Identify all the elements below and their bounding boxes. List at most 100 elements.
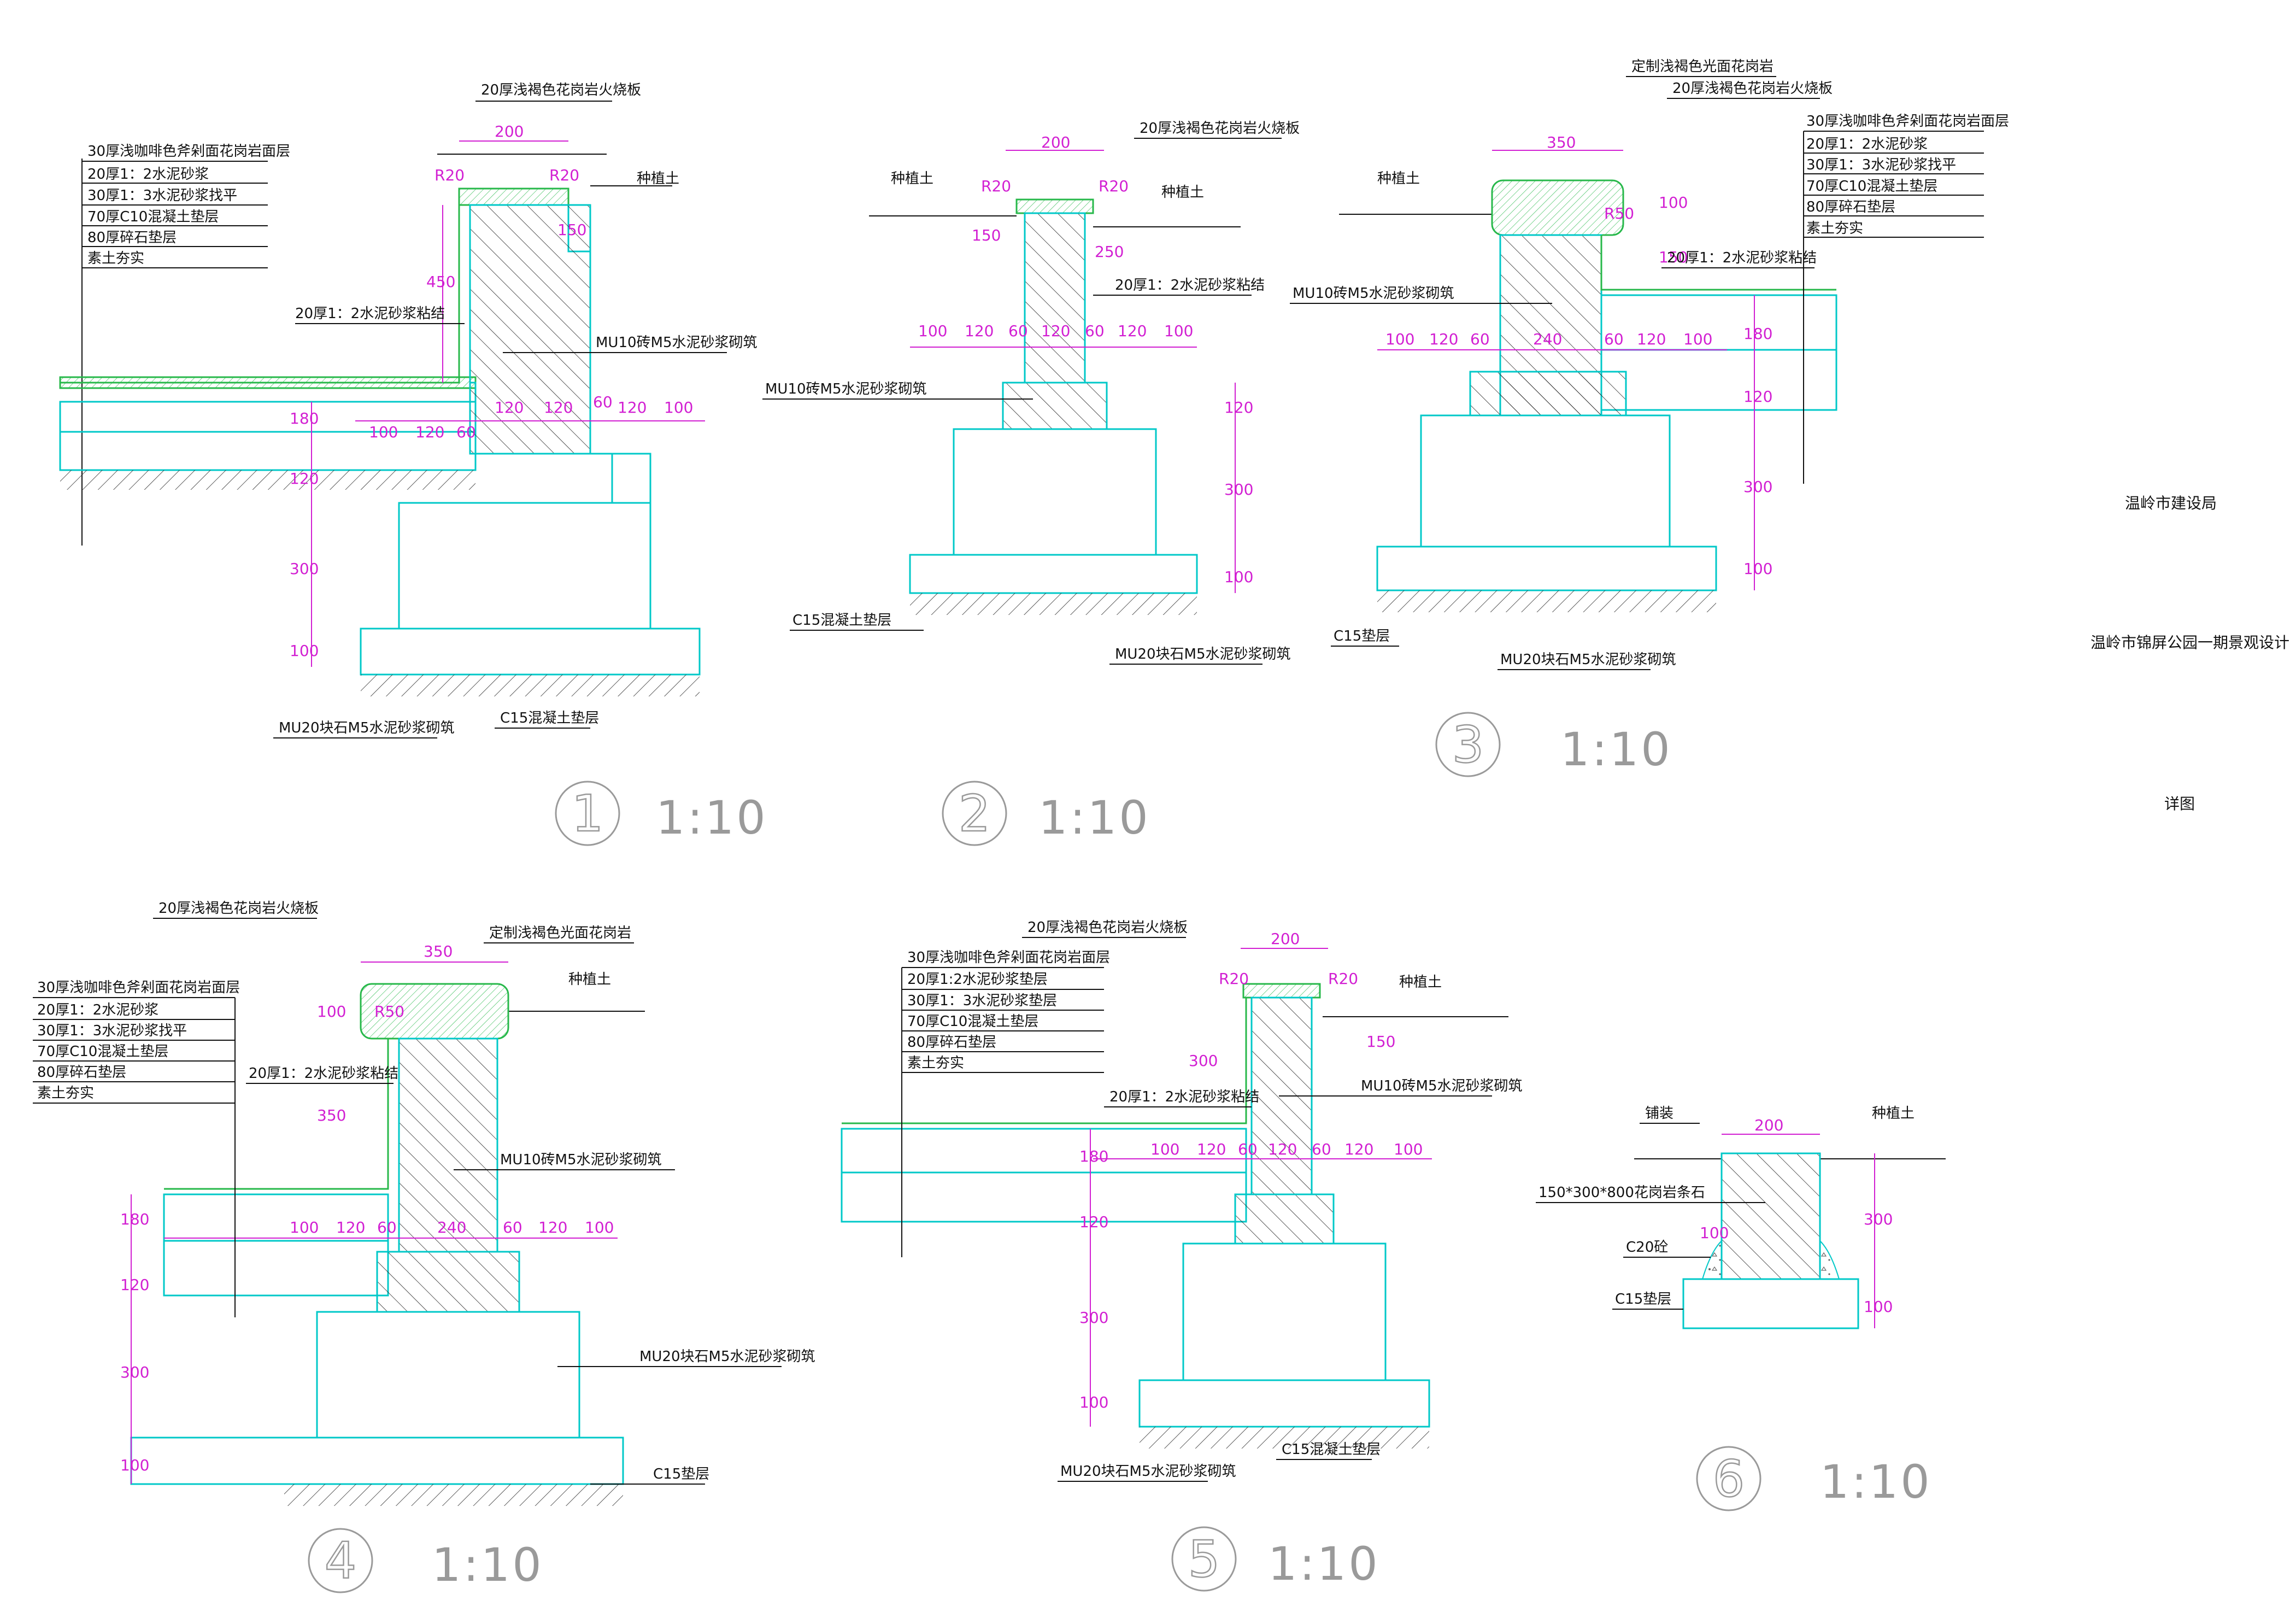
layer-label: 70厚C10混凝土垫层: [907, 1013, 1038, 1030]
coping-stone: [1015, 198, 1094, 214]
label-c15-base: C15垫层: [1334, 628, 1390, 644]
layer-label: 80厚碎石垫层: [37, 1064, 126, 1081]
dim-text: 250: [1095, 243, 1124, 261]
granite-curb-stone: [1720, 1152, 1821, 1280]
dim-text: 120: [618, 398, 647, 417]
coping-stone: [1242, 983, 1321, 999]
foundation-soil: [1377, 590, 1716, 612]
detail-scale: 1:10: [1268, 1537, 1380, 1591]
label-fired-granite: 20厚浅褐色花岗岩火烧板: [1672, 80, 1833, 97]
detail-6: 200 300 100 100 铺装 种植土 150*300*800花岗岩条石 …: [1536, 1105, 1946, 1511]
dim-text: 150: [557, 221, 586, 239]
c15-concrete-base: [909, 554, 1198, 594]
coping-stone: [458, 187, 569, 206]
dim-text: R50: [1604, 204, 1634, 222]
dim-text: 200: [1041, 133, 1070, 151]
dim-text: 100: [1659, 194, 1688, 212]
layer-label: 70厚C10混凝土垫层: [1806, 178, 1937, 195]
label-fired-granite: 20厚浅褐色花岗岩火烧板: [1027, 919, 1188, 936]
rubble-stone-base: [1420, 414, 1671, 548]
title-block: 温岭市建设局 温岭市锦屏公园一期景观设计 详图: [2091, 494, 2289, 813]
layer-label: 30厚浅咖啡色斧剁面花岗岩面层: [87, 143, 290, 160]
detail-scale: 1:10: [1038, 791, 1150, 845]
dim-text: 150: [1659, 248, 1688, 266]
c15-base: [1682, 1278, 1859, 1329]
dim-text: 120: [1079, 1213, 1108, 1231]
dim-text: 120: [544, 398, 573, 417]
dim-text: 350: [317, 1106, 346, 1124]
c15-concrete-base: [1138, 1379, 1430, 1428]
client-name: 温岭市建设局: [2125, 494, 2217, 512]
detail-4: 350 R50 100 350 180 120 300 100 100 120 …: [33, 900, 815, 1593]
brick-wall-body: [398, 1037, 498, 1253]
dim-text: 120: [1041, 322, 1070, 340]
label-mortar-bond: 20厚1：2水泥砂浆粘结: [1667, 250, 1817, 266]
c15-concrete-base: [130, 1437, 624, 1485]
finish-line: [1600, 235, 1836, 291]
dim-text: R20: [549, 166, 579, 184]
dim-text: 120: [290, 470, 319, 488]
dim-text: 150: [1366, 1033, 1395, 1051]
dim-text: 450: [426, 273, 455, 291]
dim-text: 100: [1150, 1140, 1179, 1158]
custom-granite-coping: [1491, 179, 1624, 236]
label-granite-curb: 150*300*800花岗岩条石: [1539, 1185, 1705, 1201]
dim-text: 60: [1238, 1140, 1258, 1158]
label-c15-base: C15垫层: [1615, 1291, 1671, 1308]
label-mortar-bond: 20厚1：2水泥砂浆粘结: [295, 306, 445, 322]
label-rubble-masonry: MU20块石M5水泥砂浆砌筑: [1115, 646, 1291, 663]
label-rubble-masonry: MU20块石M5水泥砂浆砌筑: [279, 720, 455, 736]
dim-text: R50: [374, 1002, 404, 1021]
dim-text: 240: [1533, 330, 1562, 348]
layer-label: 素土夯实: [37, 1085, 94, 1101]
dim-text: 100: [120, 1456, 149, 1474]
dim-text: 120: [336, 1218, 365, 1236]
label-c15-base: C15混凝土垫层: [1282, 1441, 1381, 1458]
label-mortar-bond: 20厚1：2水泥砂浆粘结: [249, 1065, 398, 1082]
dim-text: 100: [918, 322, 947, 340]
detail-number-circle: [942, 781, 1007, 846]
detail-number-circle: [1696, 1446, 1761, 1511]
label-paving: 铺装: [1645, 1105, 1673, 1122]
detail-3: 350 R50 100 150 100 120 60 240 60 120 10…: [1290, 58, 2009, 777]
gravel-layer: [163, 1240, 389, 1297]
label-fired-granite: 20厚浅褐色花岗岩火烧板: [1140, 120, 1300, 137]
dim-text: 60: [377, 1218, 397, 1236]
dim-text: 100: [1385, 330, 1414, 348]
label-planting-soil: 种植土: [1399, 974, 1442, 990]
dim-text: 120: [1224, 398, 1253, 417]
brick-wall-body: [469, 204, 591, 455]
dim-text: 100: [1164, 322, 1193, 340]
dim-text: 120: [965, 322, 994, 340]
label-c15-base: C15混凝土垫层: [792, 612, 891, 629]
dim-text: 300: [1189, 1052, 1218, 1070]
layer-label: 20厚1：2水泥砂浆: [1806, 136, 1928, 153]
dim-text: R20: [1328, 970, 1358, 988]
gravel-layer: [1600, 349, 1837, 411]
dim-text: 100: [317, 1002, 346, 1021]
detail-number: 4: [325, 1532, 357, 1590]
detail-number: 5: [1188, 1530, 1220, 1588]
dim-text: 100: [585, 1218, 614, 1236]
dim-text: R20: [1219, 970, 1249, 988]
label-planting-soil: 种植土: [891, 171, 933, 187]
label-planting-soil: 种植土: [1377, 171, 1420, 187]
dim-text: 120: [1268, 1140, 1297, 1158]
label-brick-masonry: MU10砖M5水泥砂浆砌筑: [596, 335, 757, 351]
label-planting-soil: 种植土: [1161, 184, 1204, 201]
rubble-stone-base: [1182, 1242, 1387, 1381]
dim-text: 100: [369, 423, 398, 441]
label-brick-masonry: MU10砖M5水泥砂浆砌筑: [1293, 285, 1454, 302]
label-c15-base: C15垫层: [653, 1466, 709, 1482]
dim-text: 120: [415, 423, 444, 441]
foundation-soil: [910, 593, 1197, 615]
label-custom-granite: 定制浅褐色光面花岗岩: [1631, 58, 1774, 75]
layer-label: 素土夯实: [87, 250, 144, 267]
dim-text: 350: [1547, 133, 1576, 151]
dim-text: 180: [290, 409, 319, 427]
dim-text: 100: [290, 1218, 319, 1236]
detail-number: 2: [959, 784, 991, 843]
dim-text: 300: [120, 1363, 149, 1381]
layer-label: 20厚1:2水泥砂浆垫层: [907, 971, 1048, 988]
